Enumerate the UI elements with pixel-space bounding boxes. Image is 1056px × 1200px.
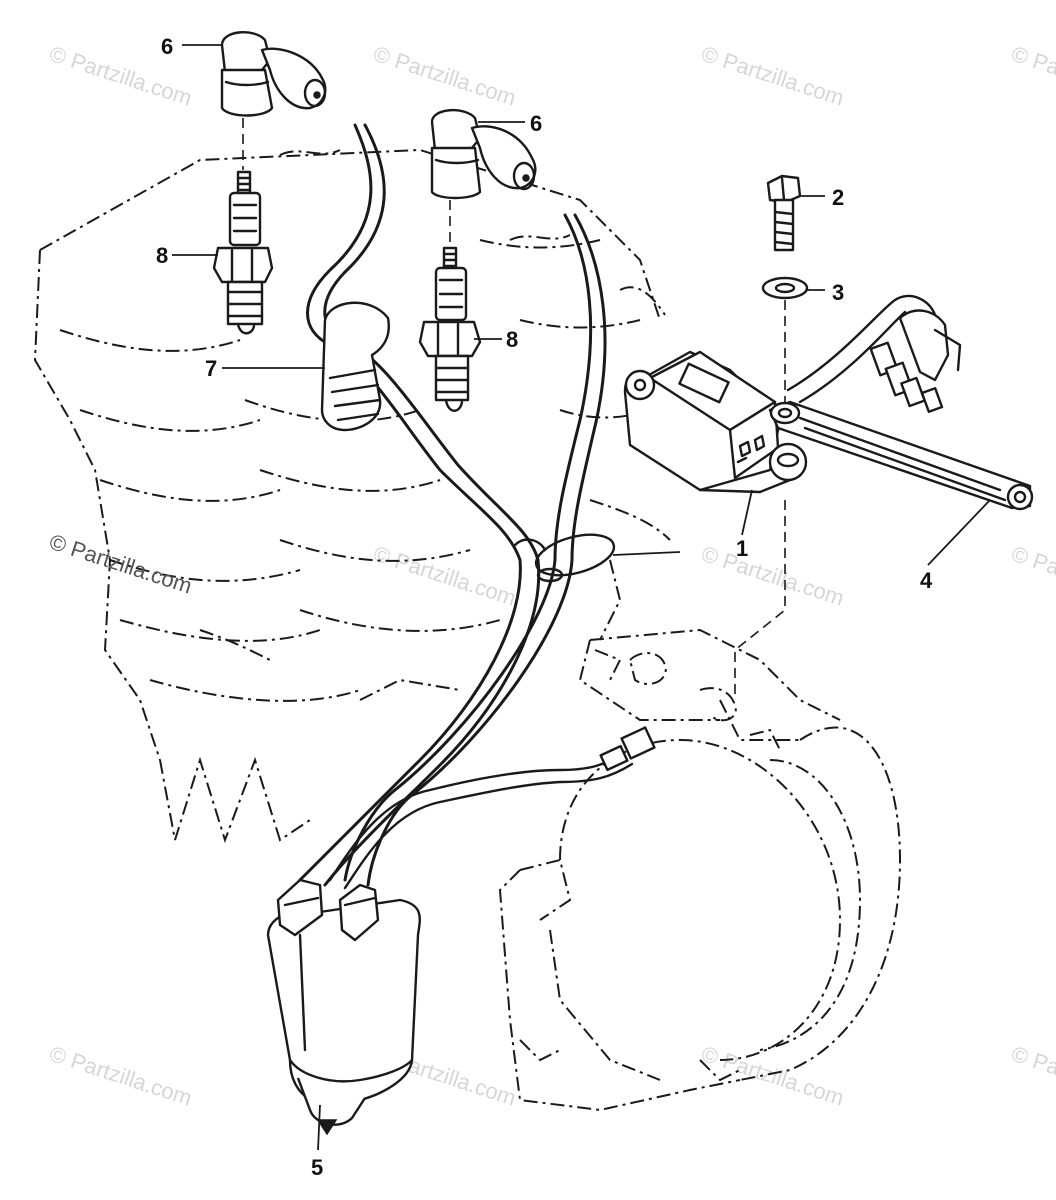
spark-plug-cap-left bbox=[220, 31, 327, 117]
ignition-coil bbox=[266, 878, 421, 1136]
watermark: © Partzilla.com bbox=[46, 1041, 195, 1111]
callout-bolt: 2 bbox=[832, 185, 844, 210]
cdi-unit bbox=[623, 294, 937, 494]
bracket bbox=[768, 400, 1034, 511]
callout-spark-plug-cap-left: 6 bbox=[161, 34, 173, 59]
watermark: © Partzilla.com bbox=[698, 41, 847, 111]
watermark: © Partzilla.com bbox=[370, 541, 519, 611]
watermark: © Partzilla.com bbox=[1008, 1041, 1056, 1111]
watermark: © Partzilla.com bbox=[1008, 41, 1056, 111]
primary-wire-connector bbox=[328, 726, 656, 890]
high-tension-leads bbox=[298, 123, 607, 887]
callout-spark-plug-left: 8 bbox=[156, 243, 168, 268]
callouts: 1 2 3 4 5 6 6 7 8 8 bbox=[156, 34, 933, 1180]
engine-block-phantom bbox=[33, 148, 671, 844]
wire-holder bbox=[320, 301, 390, 432]
callout-washer: 3 bbox=[832, 280, 844, 305]
washer bbox=[761, 276, 809, 300]
callout-spark-plug-cap-right: 6 bbox=[530, 111, 542, 136]
watermark: © Partzilla.com bbox=[698, 541, 847, 611]
spark-plug-left bbox=[212, 170, 274, 335]
watermark: © Partzilla.com bbox=[370, 41, 519, 111]
callout-ignition-coil: 5 bbox=[311, 1155, 323, 1180]
flywheel-housing-phantom bbox=[498, 628, 902, 1112]
callout-wire-holder: 7 bbox=[205, 356, 217, 381]
callout-cdi-unit: 1 bbox=[736, 536, 748, 561]
spark-plug-right bbox=[418, 246, 482, 412]
leader-lines bbox=[172, 44, 991, 1151]
watermark: © Partzilla.com bbox=[46, 529, 195, 599]
mounting-centerline bbox=[242, 118, 786, 700]
wire-clamp bbox=[513, 533, 616, 583]
cdi-connectors bbox=[869, 309, 962, 413]
wire-connector bbox=[620, 726, 656, 760]
watermark: © Partzilla.com bbox=[1008, 541, 1056, 611]
bolt bbox=[766, 174, 802, 252]
watermark: © Partzilla.com bbox=[698, 1041, 847, 1111]
callout-bracket: 4 bbox=[920, 568, 933, 593]
callout-spark-plug-right: 8 bbox=[506, 327, 518, 352]
spark-plug-cap-right bbox=[430, 109, 537, 200]
